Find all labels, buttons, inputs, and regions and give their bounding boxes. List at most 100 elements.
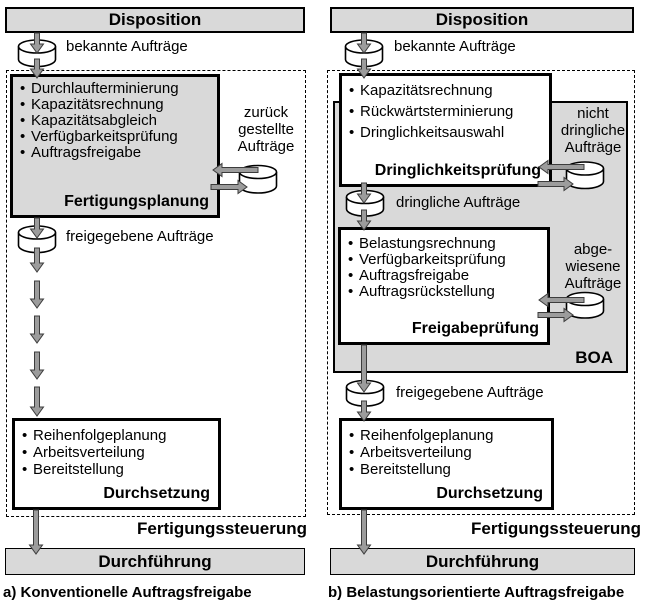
task-item: • Verfügbarkeitsprüfung — [20, 129, 215, 145]
released-orders-store-icon-b — [345, 379, 385, 407]
task-label: Reihenfolgeplanung — [360, 427, 494, 444]
task-item: • Auftragsfreigabe — [20, 145, 215, 161]
task-item: • Auftragsfreigabe — [348, 268, 545, 284]
bullet-icon: • — [348, 251, 354, 268]
execution-footer-title-a: Durchführung — [98, 551, 212, 571]
rejected-orders-store-icon — [565, 291, 605, 319]
task-label: Verfügbarkeitsprüfung — [359, 251, 506, 268]
planning-task-list: • Durchlaufterminierung • Kapazitätsrechnu… — [13, 77, 217, 161]
bullet-icon: • — [349, 82, 355, 99]
task-label: Arbeitsverteilung — [360, 444, 472, 461]
task-label: Bereitstellung — [33, 461, 124, 478]
task-label: Kapazitätsrechnung — [360, 82, 493, 99]
bullet-icon: • — [349, 427, 355, 444]
known-orders-label-a: bekannte Aufträge — [66, 38, 188, 55]
execution-box-title-b: Durchsetzung — [436, 485, 543, 502]
task-item: • Kapazitätsrechnung — [349, 80, 547, 101]
boa-label: BOA — [575, 348, 613, 367]
not-urgent-orders-store-icon — [565, 161, 605, 190]
task-item: • Belastungsrechnung — [348, 236, 545, 252]
bullet-icon: • — [349, 461, 355, 478]
task-item: • Verfügbarkeitsprüfung — [348, 252, 545, 268]
task-item: • Durchlaufterminierung — [20, 81, 215, 97]
bullet-icon: • — [22, 427, 28, 444]
planning-box-title: Fertigungsplanung — [64, 193, 209, 210]
known-orders-store-icon-a — [17, 39, 57, 68]
task-label: Bereitstellung — [360, 461, 451, 478]
task-label: Belastungsrechnung — [359, 235, 496, 252]
caption-b: b) Belastungsorientierte Auftragsfreigab… — [328, 584, 625, 601]
bullet-icon: • — [20, 96, 26, 113]
production-control-label-b: Fertigungssteuerung — [470, 519, 641, 538]
task-label: Durchlaufterminierung — [31, 80, 179, 97]
task-label: Verfügbarkeitsprüfung — [31, 128, 178, 145]
bullet-icon: • — [22, 444, 28, 461]
task-label: Kapazitätsrechnung — [31, 96, 164, 113]
bullet-icon: • — [348, 267, 354, 284]
release-check-box: • Belastungsrechnung • Verfügbarkeitsprüfu… — [338, 227, 550, 345]
urgent-orders-label: dringliche Aufträge — [396, 194, 521, 211]
task-item: • Bereitstellung — [22, 461, 216, 478]
rejected-orders-label: abge-wiesene Aufträge — [564, 241, 622, 292]
execution-box-title-a: Durchsetzung — [103, 485, 210, 502]
known-orders-label-b: bekannte Aufträge — [394, 38, 516, 55]
disposition-title-a: Disposition — [108, 10, 202, 29]
urgency-check-box: • Kapazitätsrechnung • Rückwärtsterminieru… — [339, 73, 552, 187]
production-control-boundary-a — [6, 70, 306, 517]
task-item: • Reihenfolgeplanung — [349, 427, 549, 444]
execution-footer-b: Durchführung — [330, 548, 635, 575]
released-orders-label-a: freigegebene Aufträge — [66, 228, 214, 245]
task-label: Dringlichkeitsauswahl — [360, 124, 505, 141]
task-label: Auftragsrückstellung — [359, 283, 495, 300]
task-label: Rückwärtsterminierung — [360, 103, 514, 120]
urgency-box-title: Dringlichkeitsprüfung — [374, 162, 541, 179]
task-item: • Rückwärtsterminierung — [349, 101, 547, 122]
panel-conventional: Disposition • Durchlaufterminierung • Kapa… — [0, 0, 325, 608]
task-item: • Reihenfolgeplanung — [22, 427, 216, 444]
deferred-orders-label: zurück gestellte Aufträge — [237, 104, 295, 155]
not-urgent-orders-label: nicht dringliche Aufträge — [560, 105, 626, 156]
bullet-icon: • — [348, 235, 354, 252]
urgency-task-list: • Kapazitätsrechnung • Rückwärtsterminieru… — [342, 76, 549, 143]
execution-box-a: • Reihenfolgeplanung • Arbeitsverteilung •… — [12, 418, 221, 510]
execution-box-b: • Reihenfolgeplanung • Arbeitsverteilung •… — [339, 418, 554, 510]
production-control-label-a: Fertigungssteuerung — [136, 519, 307, 538]
task-item: • Bereitstellung — [349, 461, 549, 478]
task-label: Reihenfolgeplanung — [33, 427, 167, 444]
production-control-boundary-b — [327, 70, 635, 515]
disposition-title-b: Disposition — [435, 10, 529, 29]
execution-task-list-b: • Reihenfolgeplanung • Arbeitsverteilung •… — [342, 421, 551, 478]
released-orders-store-icon-a — [17, 225, 57, 254]
task-item: • Arbeitsverteilung — [349, 444, 549, 461]
task-label: Kapazitätsabgleich — [31, 112, 157, 129]
known-orders-store-icon-b — [344, 39, 384, 68]
bullet-icon: • — [22, 461, 28, 478]
execution-footer-a: Durchführung — [5, 548, 305, 575]
execution-footer-title-b: Durchführung — [425, 551, 540, 571]
bullet-icon: • — [20, 80, 26, 97]
deferred-orders-store-icon — [238, 164, 278, 194]
task-item: • Kapazitätsabgleich — [20, 113, 215, 129]
bullet-icon: • — [20, 112, 26, 129]
disposition-header-a: Disposition — [5, 7, 305, 33]
execution-task-list-a: • Reihenfolgeplanung • Arbeitsverteilung •… — [15, 421, 218, 478]
task-item: • Kapazitätsrechnung — [20, 97, 215, 113]
bullet-icon: • — [348, 283, 354, 300]
bullet-icon: • — [349, 103, 355, 120]
panel-load-oriented: Disposition BOA • Kapazitätsrechnung • Rüc… — [325, 0, 654, 608]
task-label: Arbeitsverteilung — [33, 444, 145, 461]
task-item: • Auftragsrückstellung — [348, 284, 545, 300]
task-label: Auftragsfreigabe — [31, 144, 142, 161]
bullet-icon: • — [349, 444, 355, 461]
disposition-header-b: Disposition — [330, 7, 634, 33]
released-orders-label-b: freigegebene Aufträge — [396, 384, 544, 401]
bullet-icon: • — [20, 128, 26, 145]
urgent-orders-store-icon — [345, 189, 385, 217]
task-item: • Arbeitsverteilung — [22, 444, 216, 461]
caption-a: a) Konventionelle Auftragsfreigabe — [3, 584, 252, 601]
task-label: Auftragsfreigabe — [359, 267, 470, 284]
bullet-icon: • — [349, 124, 355, 141]
bullet-icon: • — [20, 144, 26, 161]
release-task-list: • Belastungsrechnung • Verfügbarkeitsprüfu… — [341, 230, 547, 300]
task-item: • Dringlichkeitsauswahl — [349, 122, 547, 143]
